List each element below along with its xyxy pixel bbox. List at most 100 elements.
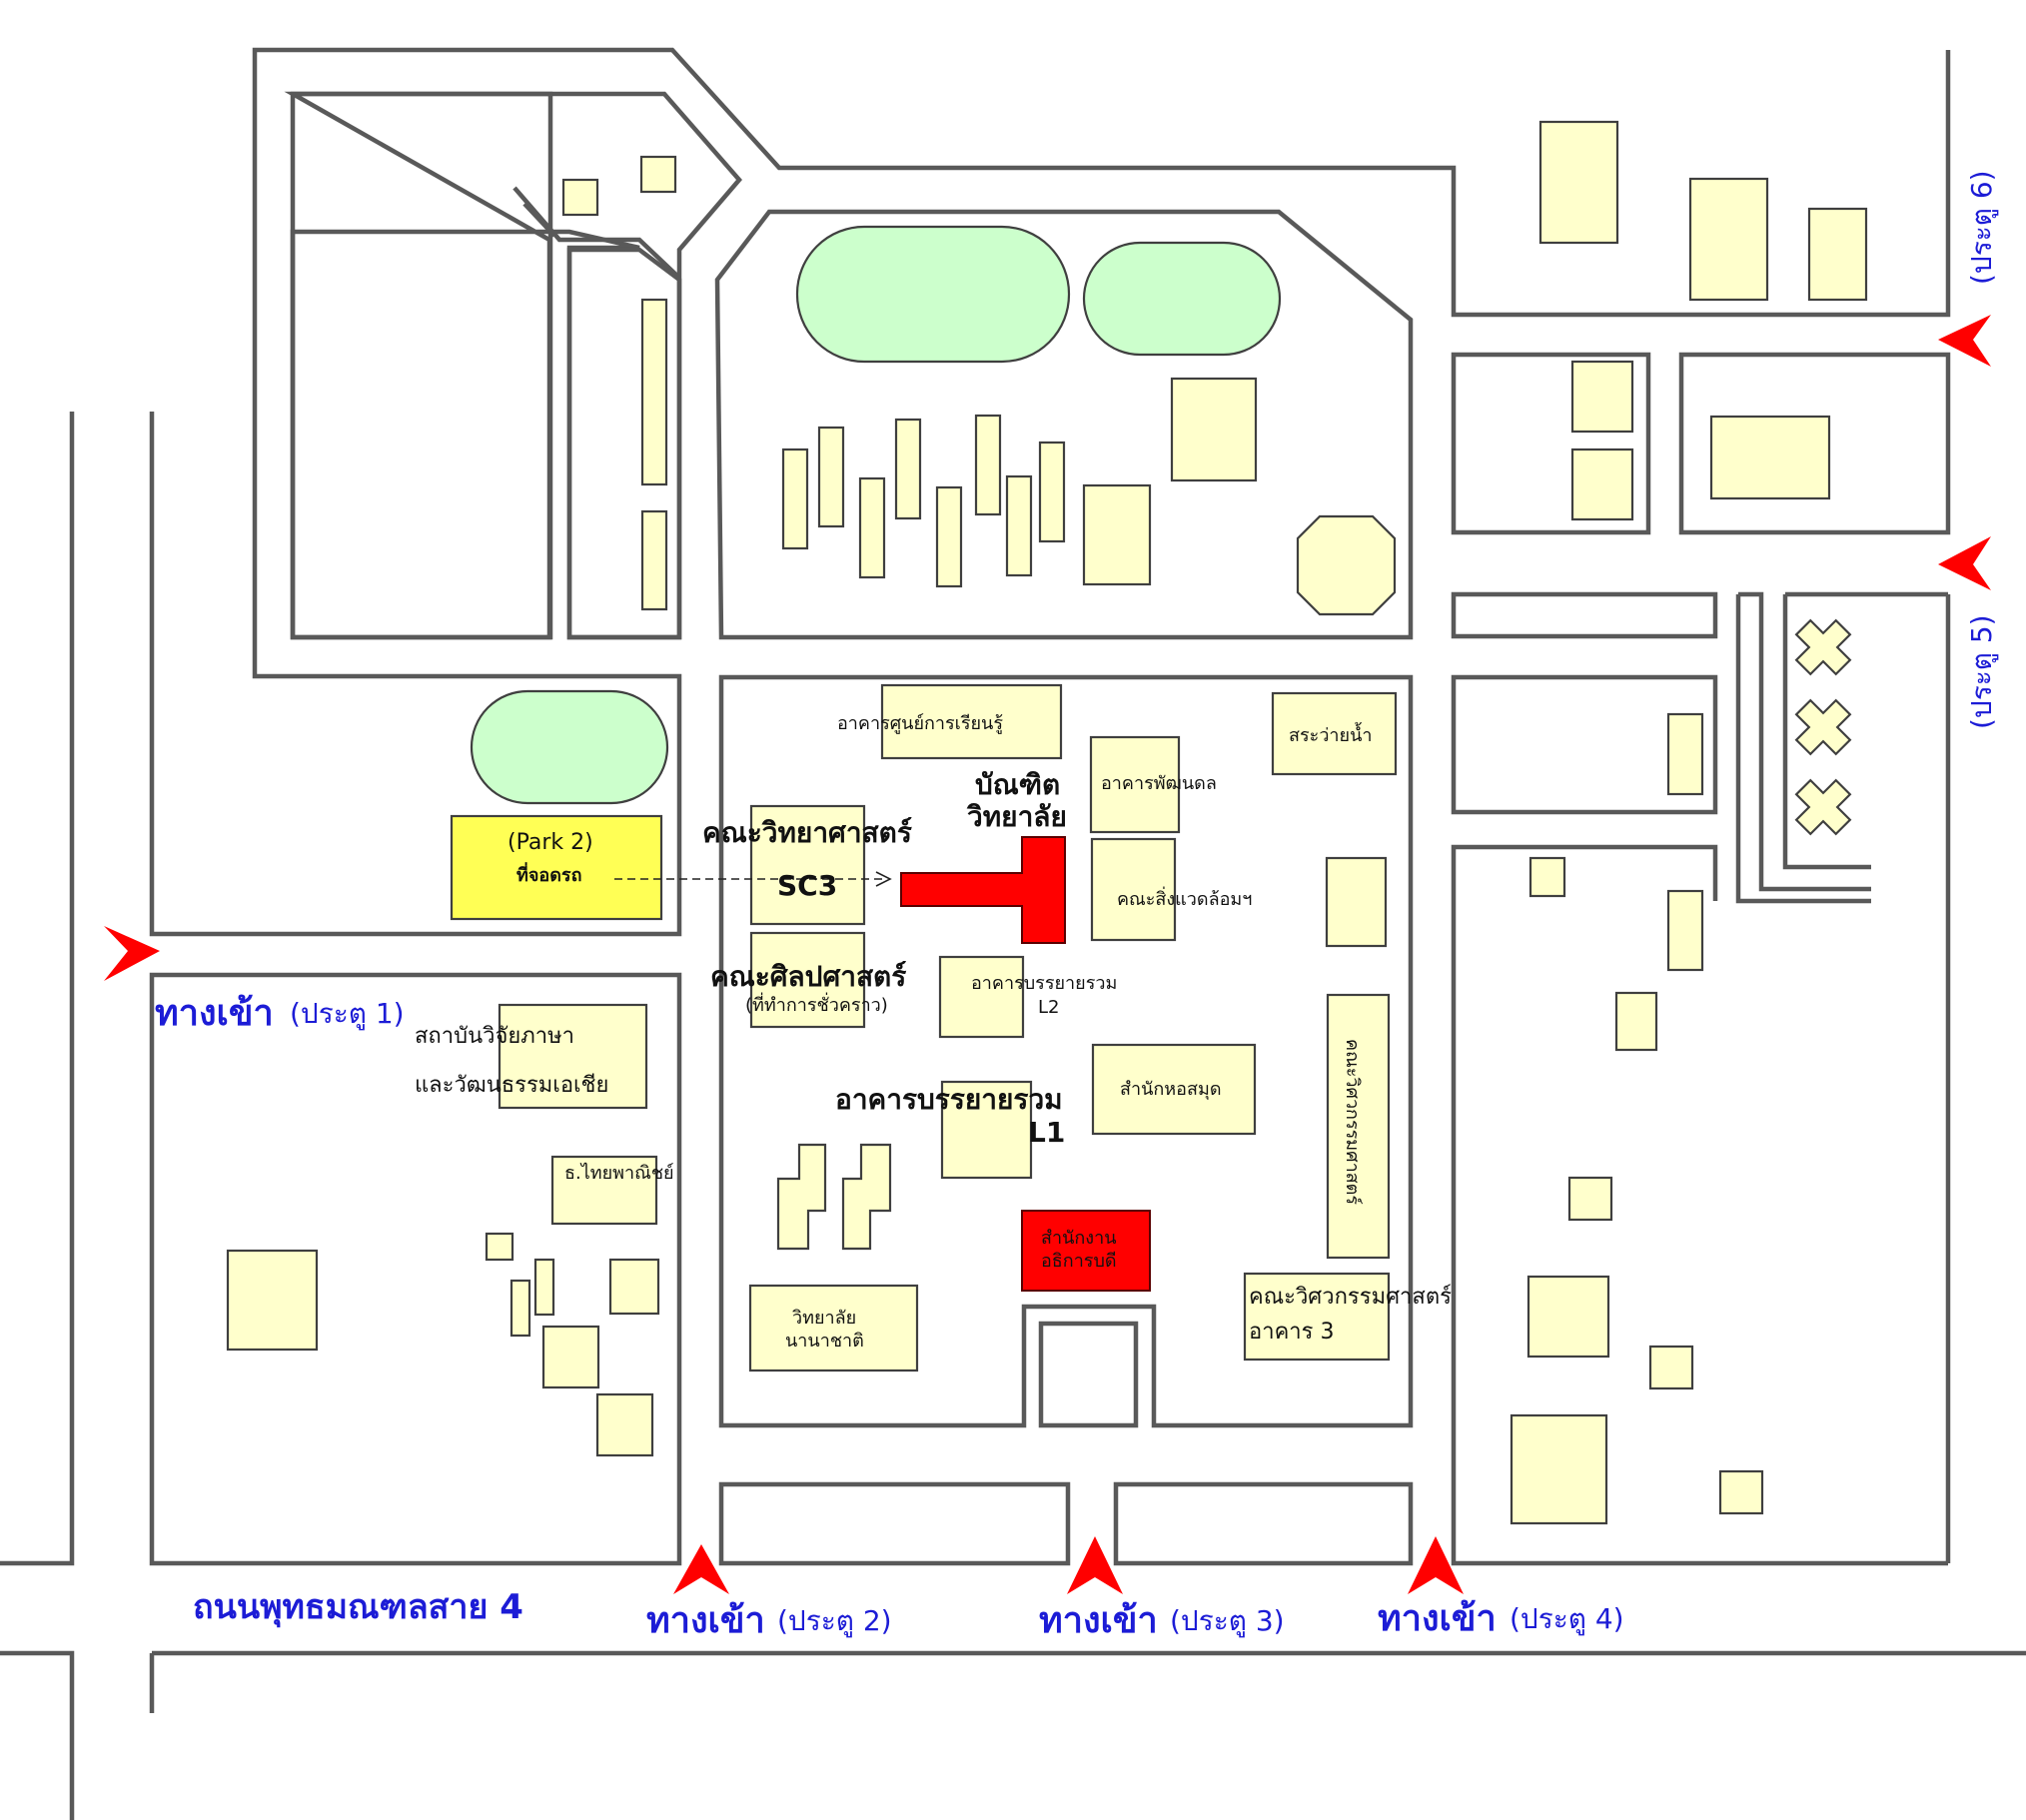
bank-building <box>550 1155 658 1226</box>
octagon-building <box>1296 514 1397 616</box>
road-small-diagonal-2 <box>522 202 556 238</box>
building <box>1570 448 1634 521</box>
cross-building <box>1794 698 1852 756</box>
building <box>1666 889 1704 972</box>
block-right-a <box>1451 352 1651 535</box>
parking-path-arrowhead <box>875 871 892 887</box>
field-large <box>795 225 1071 364</box>
block-central <box>718 674 1414 1428</box>
gate-3-arrow[interactable] <box>1067 1536 1123 1594</box>
main-road-label: ถนนพุทธมณฑลสาย 4 <box>193 1587 523 1628</box>
building <box>1570 360 1634 434</box>
building <box>781 448 809 550</box>
road-right-inner <box>1782 594 1871 870</box>
road-far-left <box>0 412 75 1566</box>
gate-3-label-main: ทางเข้า <box>1039 1600 1158 1641</box>
block-bottom-a <box>718 1481 1071 1566</box>
gate-4-label-sub: (ประตู 4) <box>1510 1602 1624 1636</box>
gate-5-label: (ประตู 5) <box>1965 614 1999 729</box>
parking-label-2: ที่จอดรถ <box>516 862 581 886</box>
gate-6-arrow[interactable] <box>1938 315 1991 367</box>
block-right-d <box>1451 674 1718 815</box>
road-network <box>0 47 2026 1820</box>
president-office-label-2: อธิการบดี <box>1041 1251 1117 1272</box>
gate-2-label-sub: (ประตู 2) <box>777 1604 892 1638</box>
building <box>935 485 963 588</box>
block-right-e <box>1451 844 1948 1566</box>
gate-arrows <box>104 315 1991 1594</box>
international-college-label-1: วิทยาลัย <box>792 1308 856 1329</box>
engineering-faculty-building <box>1326 993 1391 1260</box>
gate-4-arrow[interactable] <box>1408 1536 1464 1594</box>
building <box>1688 177 1769 302</box>
building <box>640 298 668 486</box>
lecture-hall-l2-label-2: L2 <box>1038 997 1059 1018</box>
building <box>776 1143 827 1251</box>
building <box>561 178 599 217</box>
lecture-hall-l1-label-2: L1 <box>1028 1116 1065 1149</box>
field-left <box>470 689 669 805</box>
block-sports <box>714 209 1414 640</box>
building <box>1709 415 1831 500</box>
building <box>1718 1469 1764 1515</box>
arts-faculty-note: (ที่ทำการชั่วคราว) <box>745 992 888 1016</box>
swimming-pool-label: สระว่ายน้ำ <box>1289 722 1373 746</box>
building <box>841 1143 892 1251</box>
library-building <box>1091 1043 1257 1136</box>
parking-label-1: (Park 2) <box>507 830 593 855</box>
building <box>226 1249 319 1352</box>
gate-5-arrow[interactable] <box>1938 536 1991 590</box>
road-far-left-lower <box>0 1650 75 1820</box>
building <box>1170 377 1258 482</box>
building <box>1325 856 1388 948</box>
international-college-label-2: นานาชาติ <box>785 1331 864 1352</box>
cross-building <box>1794 778 1852 836</box>
building <box>1510 1413 1608 1525</box>
building <box>541 1325 600 1389</box>
road-main-top-edge <box>149 47 1951 937</box>
science-faculty-building <box>749 804 866 926</box>
language-institute-building <box>498 1003 648 1110</box>
buildings <box>226 120 1868 1525</box>
building <box>974 414 1002 516</box>
road-right-vertical-2 <box>1735 594 1871 904</box>
building <box>1807 207 1868 302</box>
building <box>858 476 886 579</box>
gate-2-label-main: ทางเข้า <box>646 1600 765 1641</box>
engineering-faculty-label: คณะวิศวกรรมศาสตร์ <box>1342 1039 1363 1205</box>
building <box>1038 441 1066 543</box>
building <box>1526 1275 1610 1359</box>
building <box>894 418 922 520</box>
learning-center-label: อาคารศูนย์การเรียนรู้ <box>837 713 1003 734</box>
arts-faculty-building <box>749 931 866 1029</box>
parking-lot[interactable] <box>450 814 663 921</box>
library-label: สำนักหอสมุด <box>1120 1079 1222 1100</box>
engineering-building-3-label-1: คณะวิศวกรรมศาสตร์ <box>1249 1285 1452 1310</box>
block-left-lower <box>149 972 682 1566</box>
graduate-college-highlight[interactable] <box>900 836 1066 944</box>
building <box>509 1279 531 1338</box>
block-bottom-b <box>1113 1481 1414 1566</box>
language-institute-label-1: สถาบันวิจัยภาษา <box>415 1024 574 1049</box>
gate-3-label-sub: (ประตู 3) <box>1170 1604 1285 1638</box>
gate-2-arrow[interactable] <box>673 1544 729 1594</box>
pattanadol-label: อาคารพัฒนดล <box>1101 773 1217 794</box>
graduate-college-label-1: บัณฑิต <box>975 768 1060 801</box>
road-right-vertical <box>1738 591 1871 892</box>
engineering-building-3 <box>1243 1272 1391 1362</box>
gate-1-arrow[interactable] <box>104 926 160 981</box>
building <box>1666 712 1704 796</box>
sc3-label: SC3 <box>777 869 837 902</box>
cross-building <box>1794 618 1852 676</box>
field-medium <box>1082 241 1282 357</box>
building <box>485 1232 514 1262</box>
lecture-hall-l2-label-1: อาคารบรรยายรวม <box>971 973 1117 994</box>
lecture-hall-l1-label-1: อาคารบรรยายรวม <box>835 1083 1063 1116</box>
arts-faculty-label: คณะศิลปศาสตร์ <box>710 960 906 993</box>
block-right-c <box>1451 591 1718 639</box>
language-institute-label-2: และวัฒนธรรมเอเชีย <box>415 1073 608 1098</box>
president-office-highlight[interactable] <box>1021 1210 1151 1292</box>
learning-center-building <box>880 683 1063 760</box>
swimming-pool-building <box>1271 691 1398 776</box>
building <box>639 155 677 194</box>
